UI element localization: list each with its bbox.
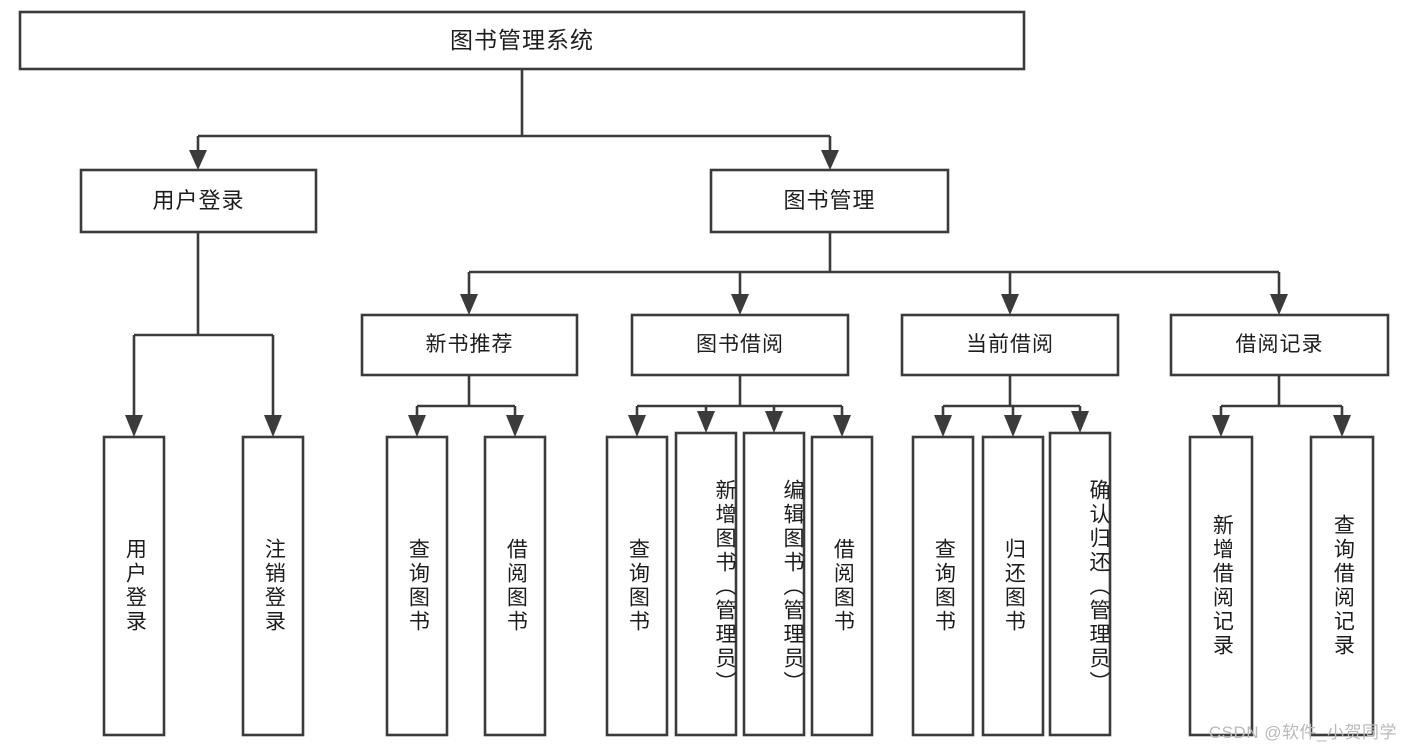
node-box-new-book-recommend[interactable] [360, 313, 579, 377]
node-box-borrow-record[interactable] [1169, 313, 1390, 377]
node-box-leaf-add-record[interactable] [1188, 435, 1254, 737]
arrow-head-leaf-confirm-return [1071, 411, 1089, 433]
csdn-watermark: CSDN @软件_小贺同学 [1208, 723, 1397, 742]
arrow-head-book-manage [821, 150, 839, 170]
arrow-head-leaf-add-book [697, 411, 715, 433]
node-box-leaf-edit-book[interactable] [742, 431, 806, 737]
node-box-root[interactable] [18, 10, 1026, 71]
node-box-leaf-query-book-2[interactable] [605, 435, 669, 737]
node-box-leaf-query-book-1[interactable] [385, 435, 449, 737]
connector-user-login-to-leaves [125, 232, 282, 437]
connector-new-book-recommend-to-leaves [408, 375, 524, 437]
node-box-user-login[interactable] [79, 168, 318, 234]
arrow-head-book-borrow [731, 294, 749, 315]
node-box-leaf-query-book-3[interactable] [911, 435, 975, 737]
node-box-leaf-return-book[interactable] [981, 435, 1045, 737]
arrow-head-leaf-add-record [1212, 415, 1230, 437]
arrow-head-current-borrow [1001, 294, 1019, 315]
arrow-head-leaf-query-book-1 [408, 415, 426, 437]
node-box-leaf-query-record[interactable] [1309, 435, 1375, 737]
node-box-leaf-borrow-book-1[interactable] [483, 435, 547, 737]
arrow-head-leaf-return-book [1004, 415, 1022, 437]
arrow-head-leaf-borrow-book-2 [833, 415, 851, 437]
arrow-head-leaf-edit-book [765, 411, 783, 433]
arrow-head-leaf-query-book-3 [934, 415, 952, 437]
node-box-leaf-user-logout[interactable] [241, 435, 305, 737]
arrow-head-new-book-recommend [460, 294, 478, 315]
node-box-book-borrow[interactable] [630, 313, 850, 377]
connector-current-borrow-to-leaves [934, 375, 1089, 437]
node-box-book-manage[interactable] [709, 168, 950, 234]
arrow-head-user-login [189, 150, 207, 170]
arrow-head-borrow-record [1270, 294, 1288, 315]
arrow-head-leaf-query-record [1333, 415, 1351, 437]
arrow-head-leaf-user-login [125, 415, 143, 437]
connector-borrow-record-to-leaves [1212, 375, 1351, 437]
node-box-leaf-borrow-book-2[interactable] [810, 435, 874, 737]
connector-book-manage-to-level3 [460, 232, 1288, 315]
node-box-current-borrow[interactable] [900, 313, 1120, 377]
connector-book-borrow-to-leaves [628, 375, 851, 437]
connector-root-to-level2 [189, 69, 839, 170]
arrow-head-leaf-borrow-book-1 [506, 415, 524, 437]
arrow-head-leaf-user-logout [264, 415, 282, 437]
node-box-leaf-add-book[interactable] [674, 431, 738, 737]
arrow-head-leaf-query-book-2 [628, 415, 646, 437]
node-box-leaf-user-login[interactable] [102, 435, 166, 737]
node-box-leaf-confirm-return[interactable] [1048, 431, 1112, 737]
